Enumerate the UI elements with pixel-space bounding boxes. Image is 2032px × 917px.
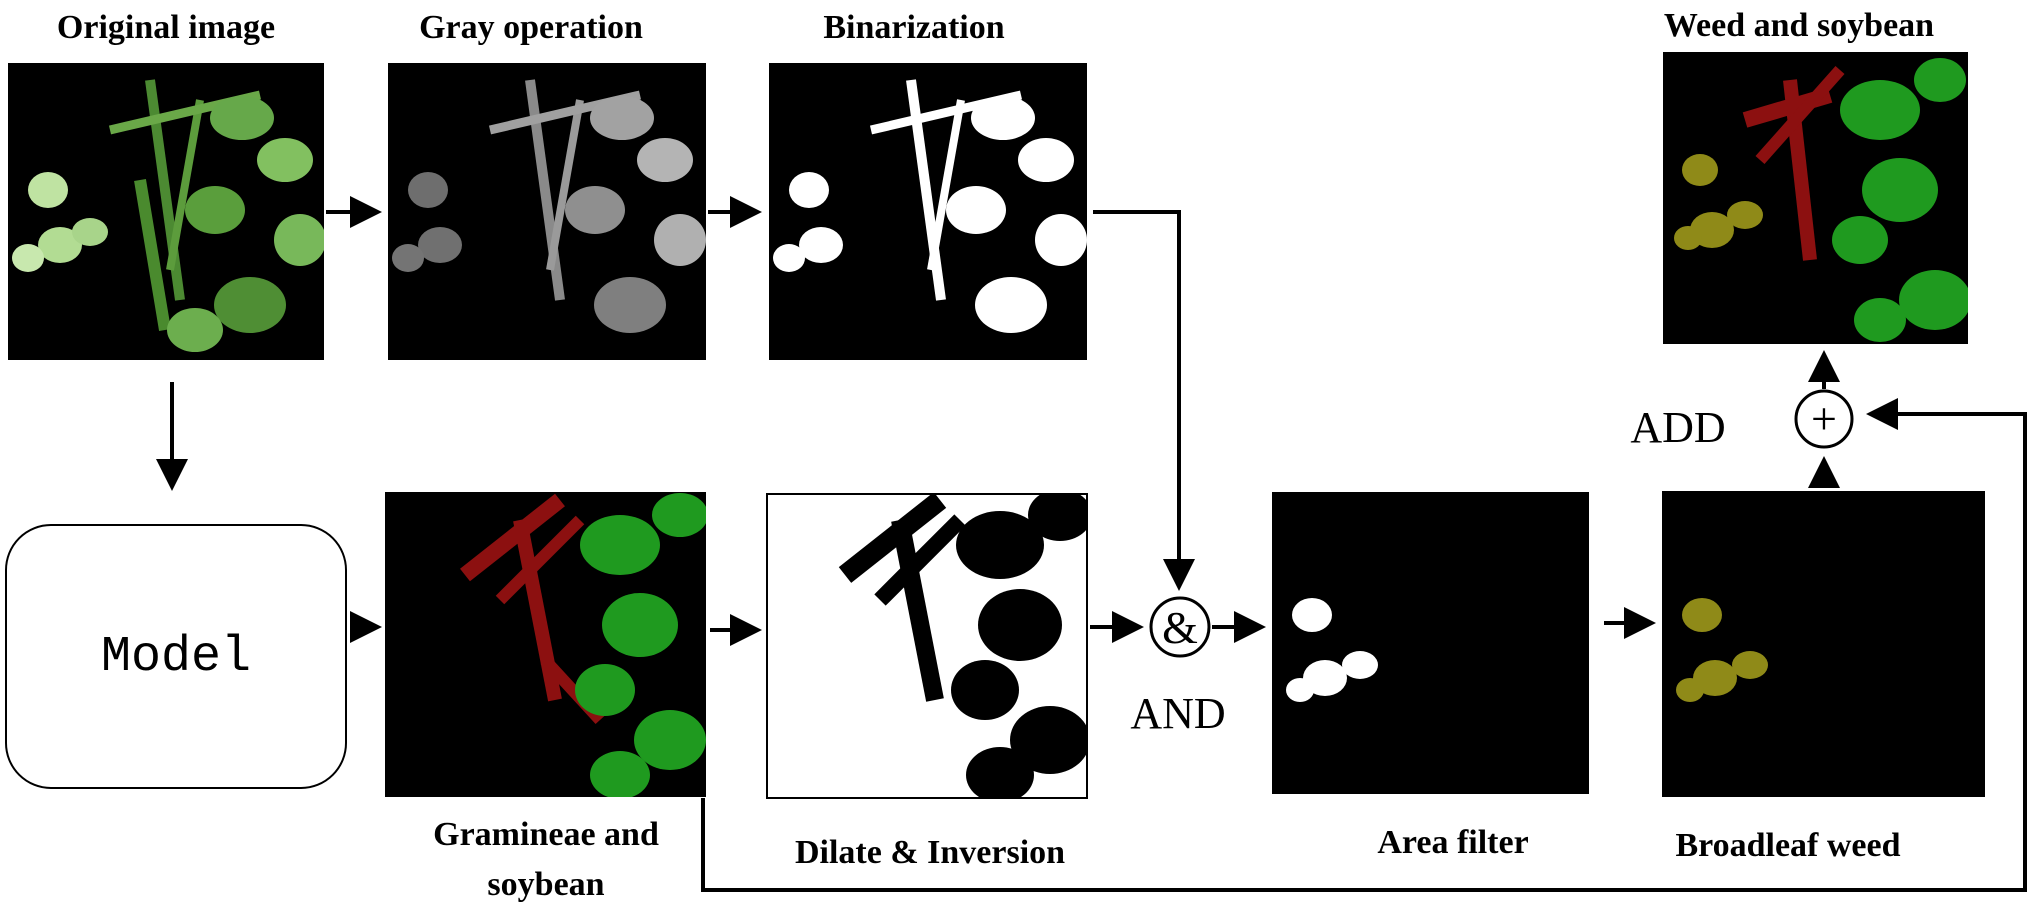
binarization-label: Binarization bbox=[823, 9, 1004, 46]
and-label: AND bbox=[1130, 689, 1225, 738]
gramineae-soybean-label-line2: soybean bbox=[487, 866, 604, 903]
and-operator bbox=[1149, 596, 1211, 658]
result-soybean bbox=[1832, 58, 1968, 342]
binary-leaves bbox=[773, 79, 1087, 333]
seg-soybean bbox=[575, 493, 706, 797]
area-filter-panel bbox=[1272, 492, 1589, 794]
gray-leaves bbox=[392, 79, 706, 333]
weed-and-soybean-label: Weed and soybean bbox=[1664, 7, 1934, 44]
weed-and-soybean-panel bbox=[1663, 52, 1968, 344]
area-filter-label: Area filter bbox=[1377, 824, 1528, 861]
model-box bbox=[5, 524, 347, 789]
binarization-panel bbox=[769, 63, 1087, 360]
add-operator bbox=[1794, 389, 1854, 449]
gray-operation-label: Gray operation bbox=[419, 9, 643, 46]
gramineae-soybean-panel bbox=[385, 492, 706, 797]
arrow-binary-to-and bbox=[1093, 210, 1195, 591]
broadleaf-weed-panel bbox=[1662, 491, 1985, 797]
area-filter-blobs bbox=[1286, 598, 1378, 702]
original-image-panel bbox=[8, 63, 324, 360]
model-label: Model bbox=[101, 629, 251, 686]
add-label: ADD bbox=[1630, 403, 1725, 452]
result-gramineae bbox=[1742, 66, 1845, 261]
original-image-label: Original image bbox=[57, 9, 275, 46]
dilate-shapes bbox=[838, 494, 1087, 798]
gray-operation-panel bbox=[388, 63, 706, 360]
and-symbol: & bbox=[1162, 602, 1198, 653]
arrow-gramineae-to-add bbox=[701, 398, 2027, 892]
broadleaf-weed-label: Broadleaf weed bbox=[1675, 827, 1900, 864]
add-symbol: + bbox=[1811, 393, 1837, 444]
result-broadleaf bbox=[1674, 154, 1763, 250]
broadleaf-blobs bbox=[1676, 598, 1768, 702]
original-leaves bbox=[12, 79, 324, 352]
dilate-inversion-label: Dilate & Inversion bbox=[795, 834, 1065, 871]
gramineae-soybean-label-line1: Gramineae and bbox=[433, 816, 659, 853]
